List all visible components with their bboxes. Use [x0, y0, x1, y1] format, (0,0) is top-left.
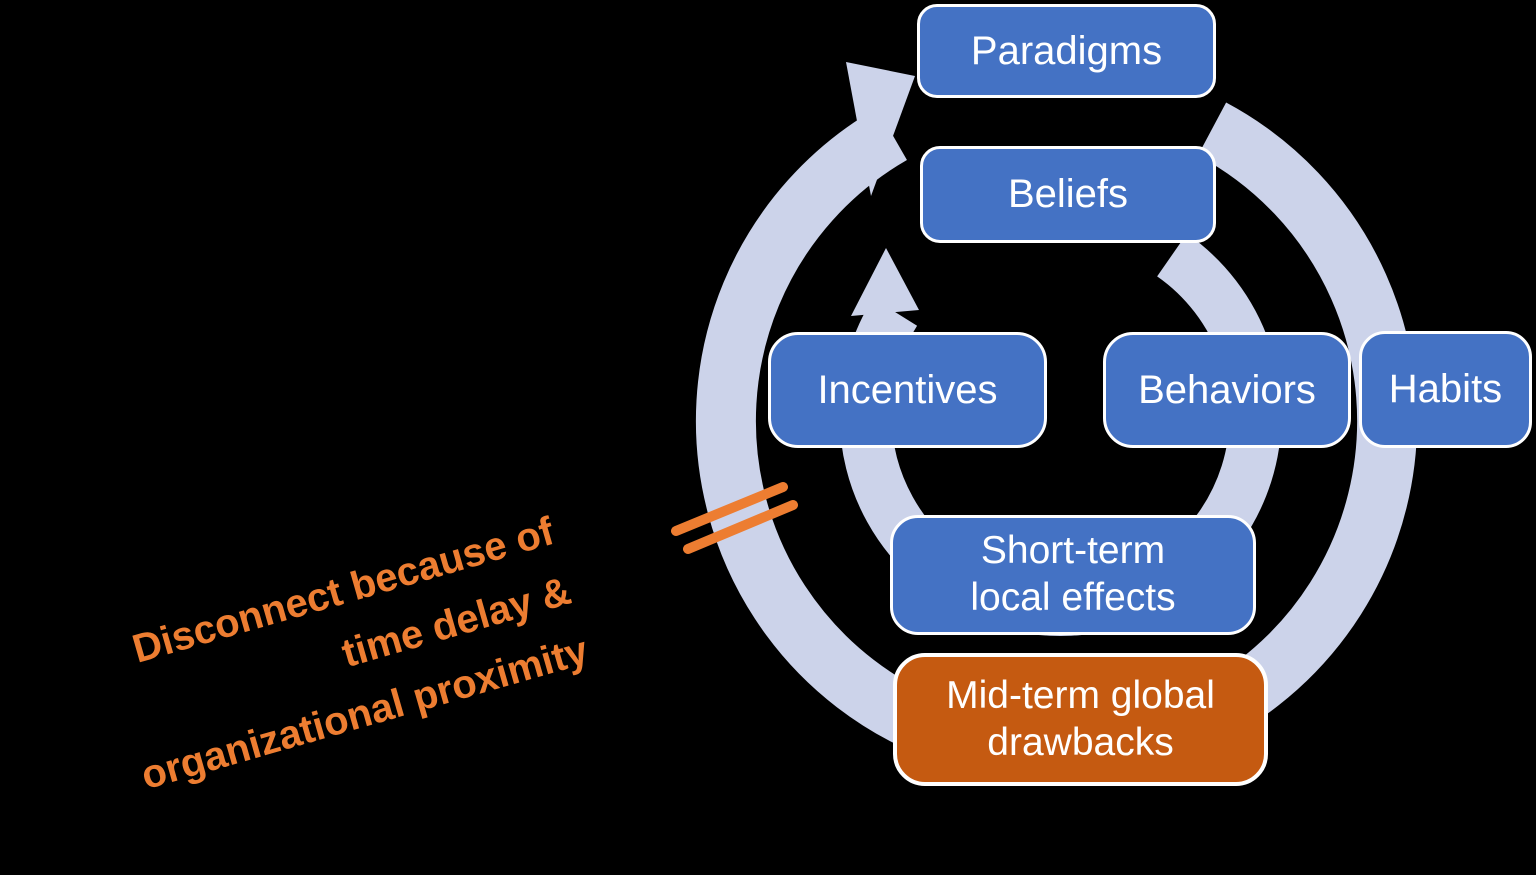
- outer-loop-arrowhead-icon: [846, 62, 915, 196]
- break-mark-icon: [683, 500, 798, 554]
- node-beliefs-label: Beliefs: [1007, 172, 1129, 216]
- node-behaviors-label: Behaviors: [1138, 367, 1316, 412]
- node-short-term-label-line2: local effects: [970, 576, 1176, 619]
- node-paradigms: Paradigms: [917, 4, 1216, 98]
- node-beliefs: Beliefs: [920, 146, 1216, 243]
- node-short-term-local-effects: Short-term local effects: [890, 515, 1256, 635]
- break-mark-icon: [671, 482, 788, 536]
- node-incentives-label: Incentives: [817, 367, 998, 412]
- inner-loop-arrowhead-icon: [851, 248, 919, 316]
- node-habits-label: Habits: [1388, 367, 1503, 411]
- node-behaviors: Behaviors: [1103, 332, 1351, 448]
- node-habits: Habits: [1359, 331, 1532, 448]
- node-mid-term-global-drawbacks: Mid-term global drawbacks: [893, 653, 1268, 786]
- node-incentives: Incentives: [768, 332, 1047, 448]
- node-mid-term-label-line2: drawbacks: [987, 720, 1174, 764]
- node-short-term-label-line1: Short-term: [980, 529, 1166, 573]
- node-mid-term-label-line1: Mid-term global: [946, 673, 1215, 717]
- node-paradigms-label: Paradigms: [970, 28, 1163, 73]
